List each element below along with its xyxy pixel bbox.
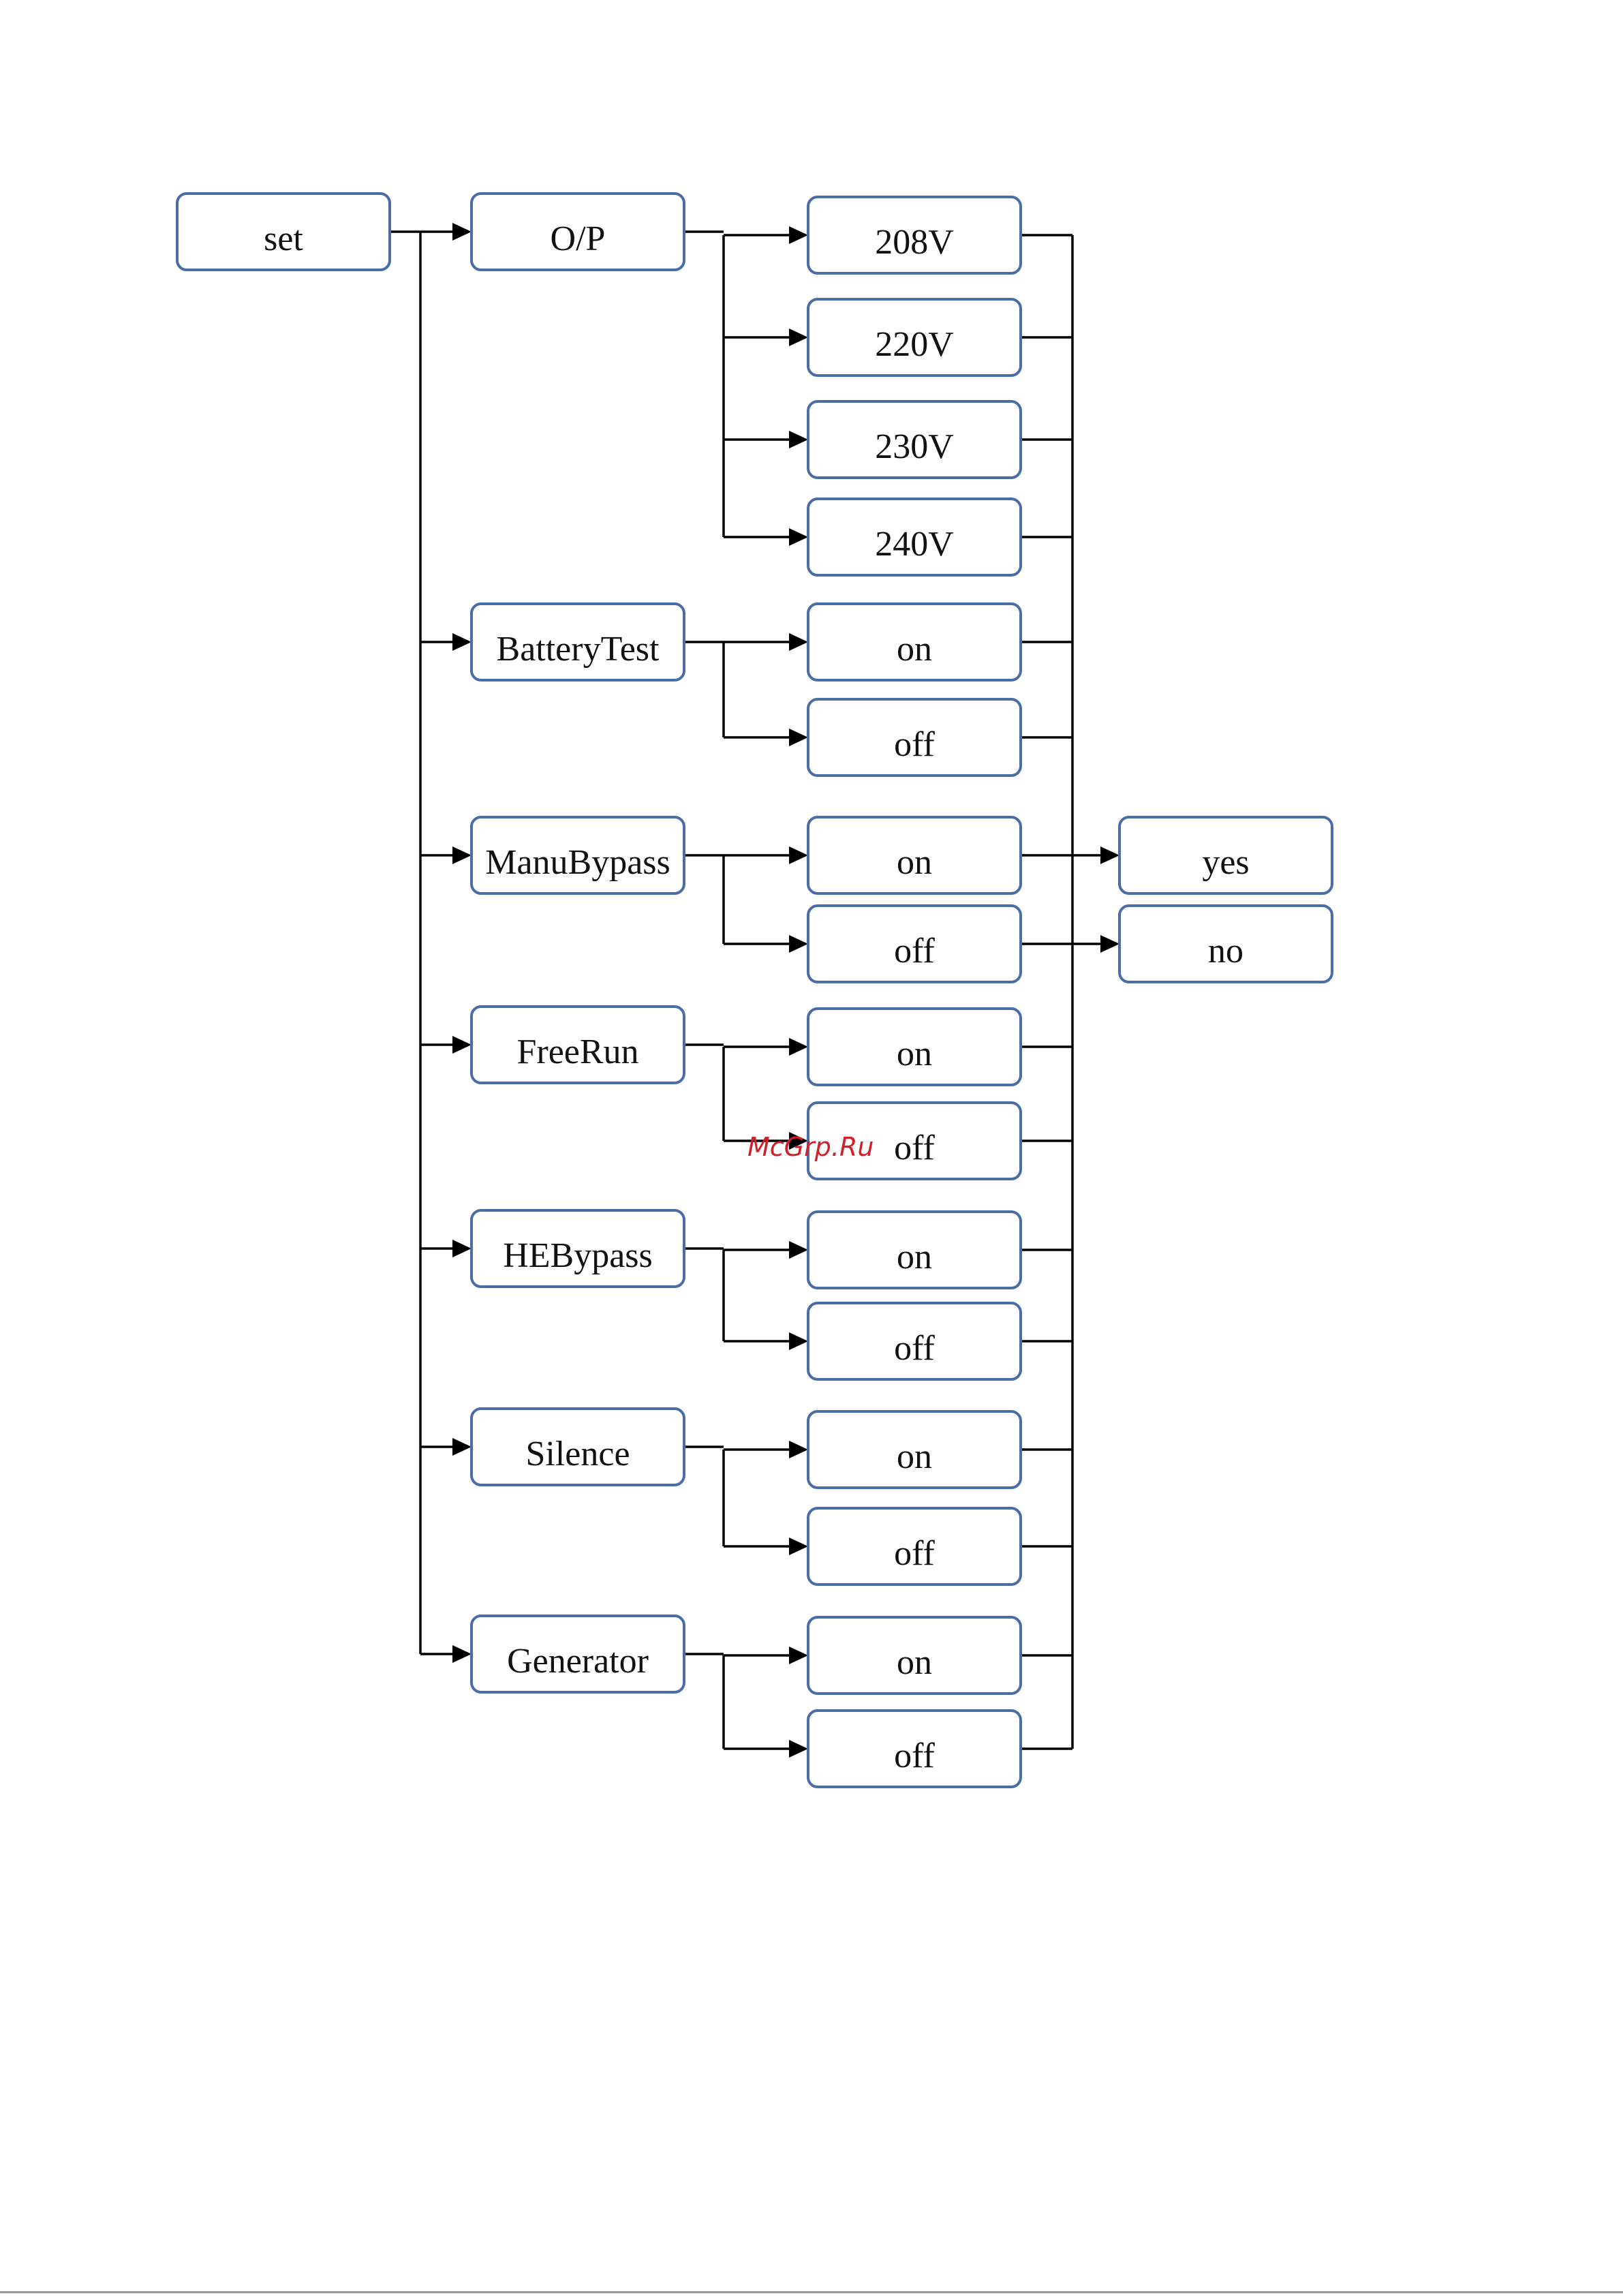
op-240v-node: 240V	[808, 499, 1021, 575]
generator-label: Generator	[507, 1642, 649, 1681]
silence-node: Silence	[472, 1409, 684, 1485]
set-node: set	[177, 194, 390, 270]
arrow-to-freerun-arrowhead	[452, 1036, 472, 1054]
manubypass-on-node: on	[808, 817, 1021, 893]
op-220v-label: 220V	[875, 325, 954, 364]
generator-on-node: on	[808, 1617, 1021, 1694]
freerun-off-label: off	[894, 1129, 935, 1167]
arrow-to-op-arrowhead	[452, 223, 472, 241]
arrow-to-hebypass-on-arrowhead	[789, 1241, 808, 1259]
arrow-to-hebypass-off-arrowhead	[789, 1332, 808, 1350]
arrow-to-silence-off-arrowhead	[789, 1537, 808, 1555]
op-230v-node: 230V	[808, 401, 1021, 478]
freerun-on-label: on	[897, 1035, 932, 1073]
batterytest-on-node: on	[808, 604, 1021, 680]
arrow-to-confirm-no-arrowhead	[1100, 935, 1119, 953]
arrow-to-manubypass-arrowhead	[452, 846, 472, 864]
hebypass-node: HEBypass	[472, 1210, 684, 1287]
arrow-to-generator-off-arrowhead	[789, 1740, 808, 1758]
arrow-to-op-230v-arrowhead	[789, 431, 808, 448]
arrow-to-generator-on-arrowhead	[789, 1647, 808, 1664]
arrow-to-silence-on-arrowhead	[789, 1441, 808, 1458]
arrow-to-batterytest-arrowhead	[452, 633, 472, 651]
manubypass-on-label: on	[897, 843, 932, 882]
generator-off-label: off	[894, 1736, 935, 1775]
manubypass-off-label: off	[894, 932, 935, 970]
freerun-node: FreeRun	[472, 1007, 684, 1083]
batterytest-node: BatteryTest	[472, 604, 684, 680]
hebypass-off-node: off	[808, 1303, 1021, 1379]
silence-label: Silence	[525, 1435, 630, 1473]
generator-node: Generator	[472, 1616, 684, 1692]
op-230v-label: 230V	[875, 427, 954, 466]
arrow-to-manubypass-off-arrowhead	[789, 935, 808, 953]
confirm-yes-label: yes	[1202, 843, 1249, 882]
manubypass-off-node: off	[808, 906, 1021, 982]
silence-off-label: off	[894, 1534, 935, 1573]
manubypass-node: ManuBypass	[472, 817, 684, 893]
arrow-to-op-208v-arrowhead	[789, 226, 808, 244]
batterytest-off-node: off	[808, 699, 1021, 776]
arrow-to-op-240v-arrowhead	[789, 528, 808, 546]
op-label: O/P	[551, 219, 606, 258]
batterytest-on-label: on	[897, 630, 932, 669]
hebypass-off-label: off	[894, 1329, 935, 1368]
arrow-to-silence-arrowhead	[452, 1438, 472, 1456]
manubypass-label: ManuBypass	[485, 843, 670, 882]
confirm-no-label: no	[1208, 932, 1243, 970]
silence-on-label: on	[897, 1437, 932, 1476]
op-node: O/P	[472, 194, 684, 270]
arrow-to-batterytest-off-arrowhead	[789, 729, 808, 746]
freerun-label: FreeRun	[516, 1032, 638, 1071]
op-208v-label: 208V	[875, 223, 954, 262]
silence-off-node: off	[808, 1508, 1021, 1585]
hebypass-on-node: on	[808, 1212, 1021, 1288]
watermark: McGrp.Ru	[747, 1132, 874, 1162]
arrow-to-manubypass-on-arrowhead	[789, 846, 808, 864]
confirm-yes-node: yes	[1119, 817, 1332, 893]
op-220v-node: 220V	[808, 299, 1021, 376]
hebypass-on-label: on	[897, 1238, 932, 1276]
arrow-to-op-220v-arrowhead	[789, 328, 808, 346]
arrow-to-batterytest-on-arrowhead	[789, 633, 808, 651]
freerun-on-node: on	[808, 1009, 1021, 1085]
arrow-to-hebypass-arrowhead	[452, 1240, 472, 1257]
batterytest-label: BatteryTest	[497, 630, 660, 669]
arrow-to-confirm-yes-arrowhead	[1100, 846, 1119, 864]
confirm-no-node: no	[1119, 906, 1332, 982]
silence-on-node: on	[808, 1411, 1021, 1488]
op-240v-label: 240V	[875, 525, 954, 564]
hebypass-label: HEBypass	[503, 1236, 653, 1275]
batterytest-off-label: off	[894, 725, 935, 764]
arrow-to-freerun-on-arrowhead	[789, 1038, 808, 1056]
arrow-to-generator-arrowhead	[452, 1645, 472, 1663]
set-label: set	[264, 219, 303, 258]
op-208v-node: 208V	[808, 197, 1021, 273]
page-bottom-rule	[0, 2291, 1623, 2293]
generator-on-label: on	[897, 1643, 932, 1682]
generator-off-node: off	[808, 1711, 1021, 1787]
